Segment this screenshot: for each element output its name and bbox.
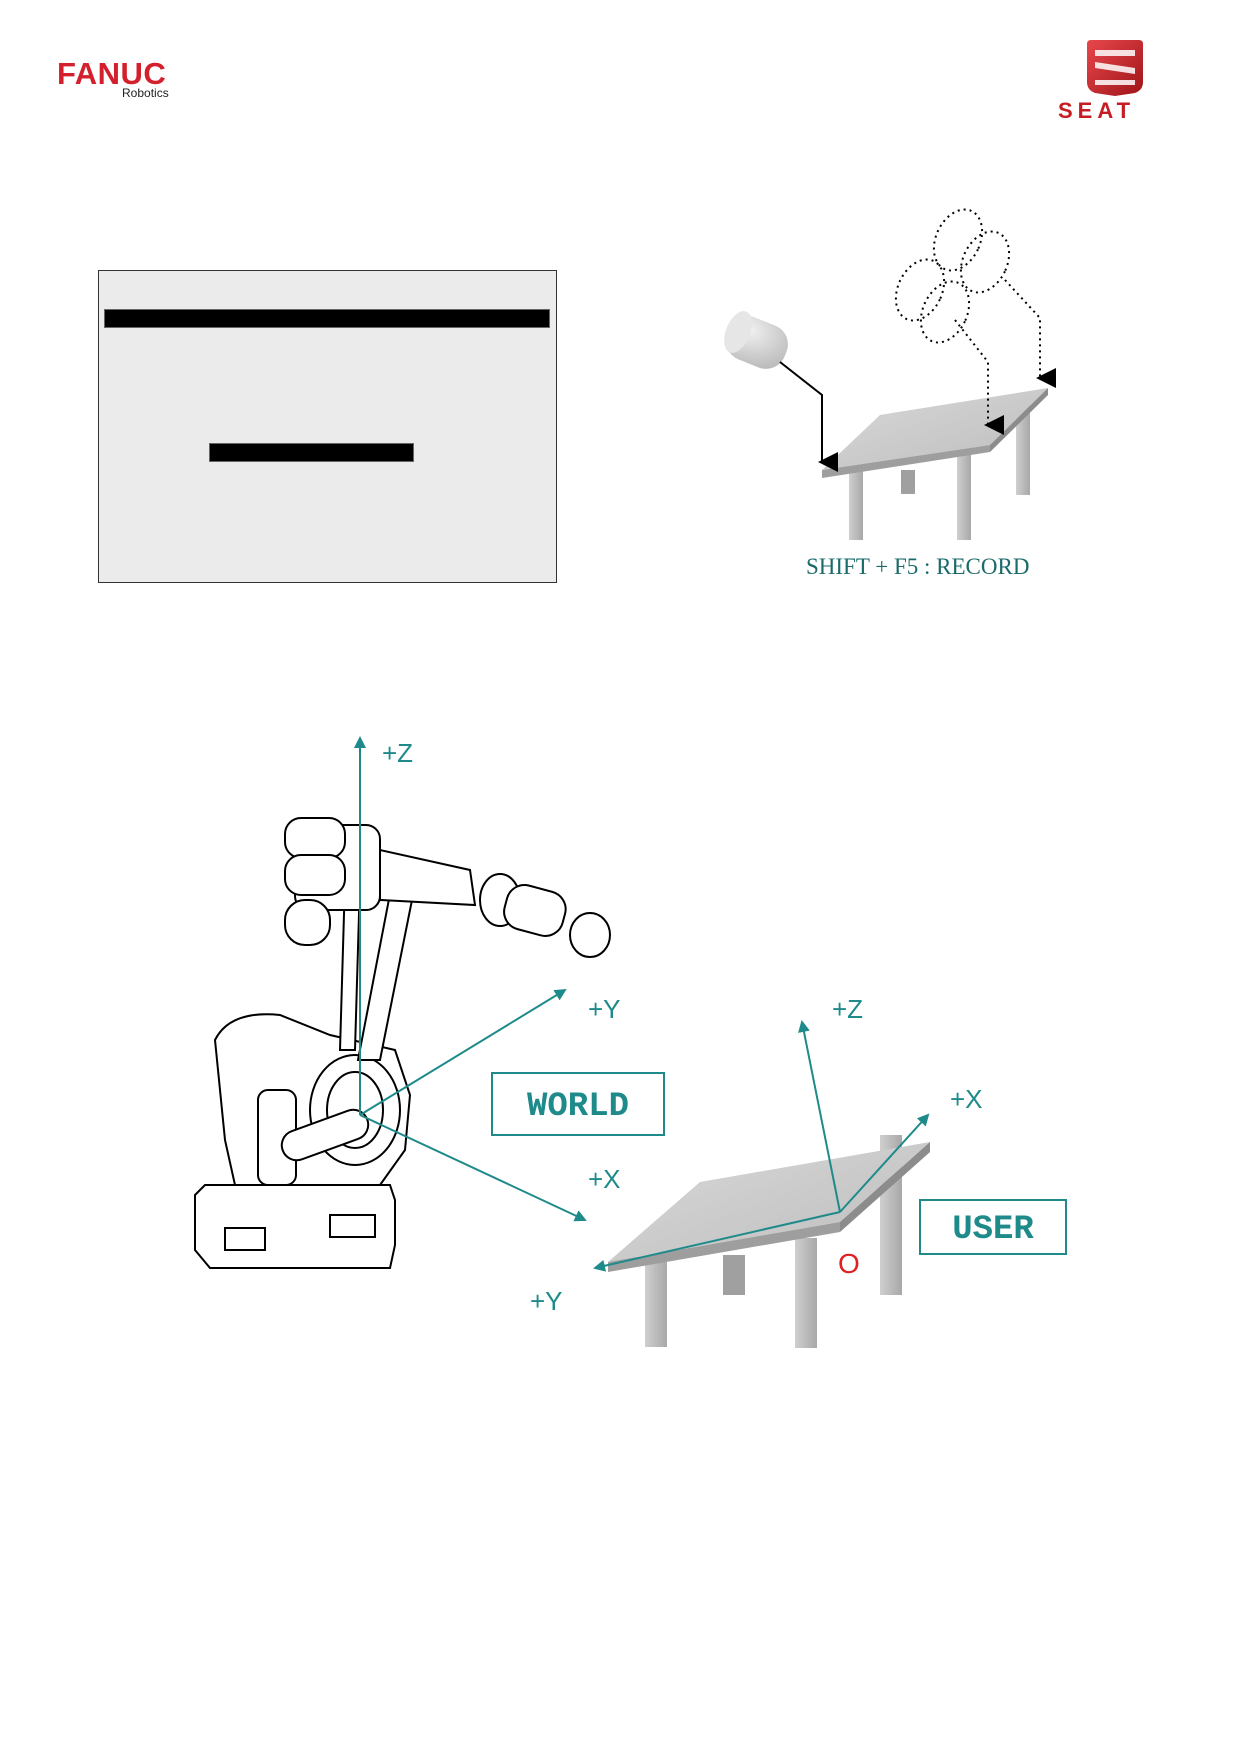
table-edge — [608, 1222, 840, 1272]
robot-base-plate — [224, 1227, 266, 1251]
table-top — [608, 1142, 930, 1262]
world-label: WORLD — [527, 1088, 629, 1126]
world-y-axis — [359, 988, 567, 1116]
user-y-label: +Y — [530, 1286, 563, 1316]
world-frame-axes — [354, 736, 587, 1222]
table-leg — [645, 1262, 667, 1347]
dotted-arrow — [1004, 279, 1056, 388]
robot-wrist-flange — [503, 884, 567, 937]
seat-logo: SEAT — [1058, 98, 1136, 123]
seat-emblem-icon — [1087, 40, 1143, 96]
teach-pendant-screen — [98, 270, 557, 583]
table-leg — [1016, 405, 1030, 495]
table-leg — [901, 470, 915, 494]
user-y-axis — [593, 1211, 841, 1272]
user-origin-label: O — [838, 1248, 860, 1279]
table-leg — [849, 470, 863, 540]
record-diagram: SHIFT + F5 : RECORD — [724, 208, 1056, 579]
screen-selection-bar — [209, 443, 414, 462]
fanuc-logo: FANUC — [57, 56, 167, 91]
robot-illustration — [194, 817, 611, 1269]
user-label-box — [919, 1199, 1067, 1255]
world-y-label: +Y — [588, 994, 621, 1024]
workpiece-cylinder — [724, 311, 788, 369]
robot-base-plate — [329, 1214, 376, 1238]
robot-motor — [280, 1108, 370, 1162]
user-z-axis — [798, 1020, 841, 1213]
robot-tool-flange — [569, 912, 611, 958]
user-z-label: +Z — [832, 994, 863, 1024]
user-label: USER — [952, 1211, 1034, 1249]
user-x-axis — [839, 1113, 930, 1213]
table-leg — [795, 1238, 817, 1348]
table-top — [822, 388, 1048, 470]
table-leg — [957, 455, 971, 540]
robot-motor — [284, 817, 346, 859]
world-x-axis — [359, 1114, 587, 1222]
user-x-label: +X — [950, 1084, 983, 1114]
world-z-label: +Z — [382, 738, 413, 768]
table-edge — [990, 388, 1048, 452]
dotted-cylinder-outline — [894, 208, 1011, 344]
robot-motor — [284, 899, 331, 946]
user-table — [608, 1135, 930, 1348]
world-label-box — [491, 1072, 665, 1136]
table-edge — [822, 445, 990, 478]
solid-arrow — [779, 361, 838, 472]
table-leg — [723, 1255, 745, 1295]
world-x-label: +X — [588, 1164, 621, 1194]
robot-forearm — [379, 848, 477, 907]
fanuc-logo-subtitle: Robotics — [122, 86, 169, 100]
table-edge — [840, 1142, 930, 1232]
screen-header-bar — [104, 309, 550, 328]
record-caption: SHIFT + F5 : RECORD — [806, 554, 1029, 579]
robot-motor — [284, 854, 346, 896]
user-frame-axes — [593, 1020, 930, 1272]
